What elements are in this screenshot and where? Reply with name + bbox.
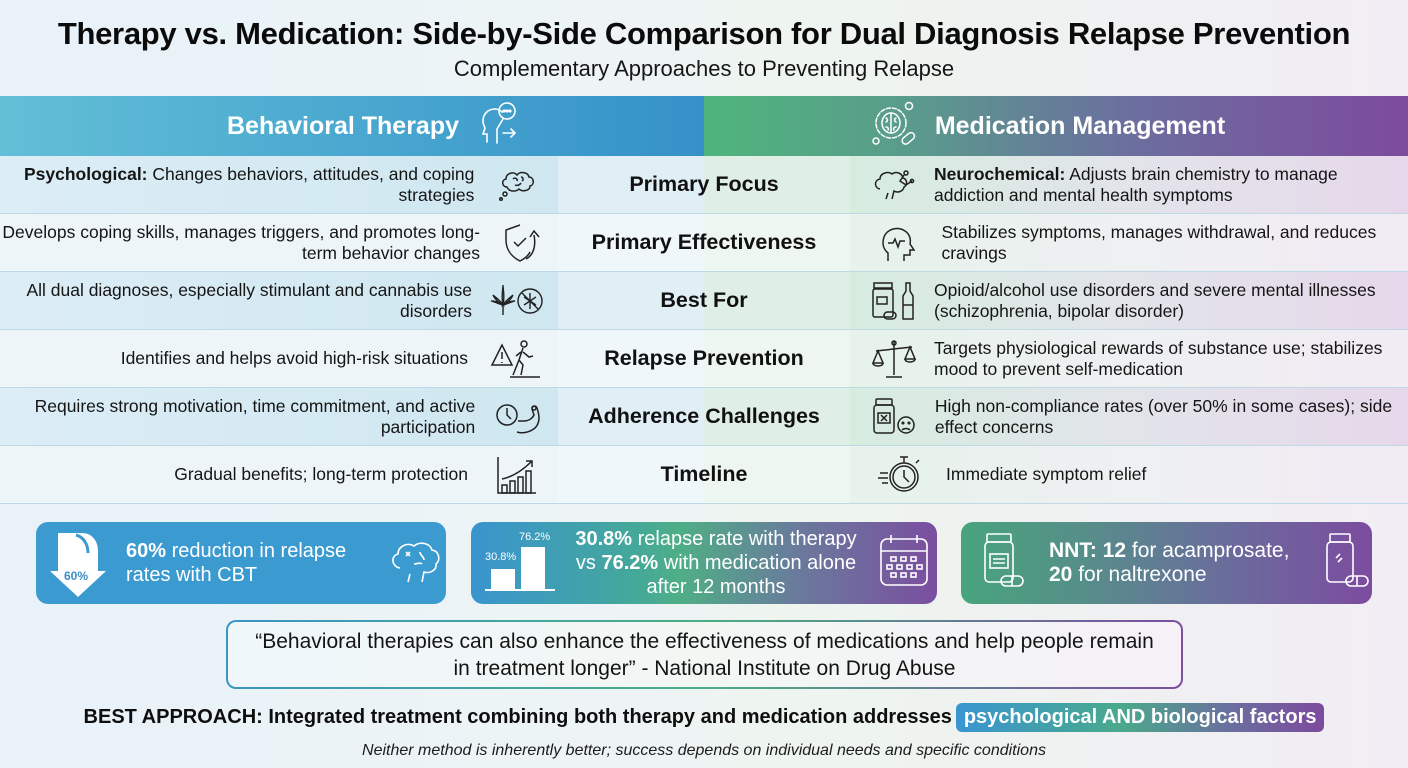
therapy-focus-label: Psychological: [24, 163, 148, 184]
medication-relapse-value: 76.2% [601, 552, 659, 574]
pill-bottle-icon [1324, 532, 1372, 595]
highlight-badge: psychological AND biological factors [955, 703, 1325, 732]
medication-cell: High non-compliance rates (over 50% in s… [850, 388, 1408, 445]
bar-medication [521, 547, 545, 589]
bar-label-therapy: 30.8% [485, 551, 517, 563]
down-arrow-icon: 60% [50, 529, 106, 597]
bar-therapy [491, 569, 515, 589]
bar-chart-icon: 30.8% 76.2% [485, 531, 557, 595]
category-label: Best For [558, 272, 850, 329]
category-label: Relapse Prevention [558, 330, 850, 387]
best-approach-line: BEST APPROACH: Integrated treatment comb… [0, 703, 1408, 732]
table-row: Psychological: Changes behaviors, attitu… [0, 156, 1408, 214]
therapy-column-header: Behavioral Therapy [0, 96, 704, 156]
nnt-stat-card: NNT: 12 for acamprosate, 20 for naltrexo… [961, 522, 1372, 604]
relapse-text-1: relapse rate with therapy vs [575, 528, 857, 574]
comparison-table: Psychological: Changes behaviors, attitu… [0, 156, 1408, 504]
warning-walking-icon [486, 335, 546, 383]
nnt-text-2: for naltrexone [1072, 563, 1207, 586]
medication-header-label: Medication Management [934, 111, 1226, 140]
therapy-focus-text: Changes behaviors, attitudes, and coping… [147, 163, 475, 205]
bottle-x-sad-face-icon [870, 393, 919, 441]
brain-gear-pill-icon [867, 97, 919, 156]
category-label: Timeline [558, 446, 850, 503]
nnt-text-1: for acamprosate, [1126, 539, 1290, 562]
nida-quote-box: “Behavioral therapies can also enhance t… [226, 620, 1183, 689]
therapy-relapse-prevention-text: Identifies and helps avoid high-risk sit… [120, 348, 468, 368]
therapy-cell: Develops coping skills, manages triggers… [0, 214, 558, 271]
shield-check-arrow-icon [498, 219, 546, 267]
therapy-header-label: Behavioral Therapy [226, 111, 460, 140]
balance-scale-icon [870, 335, 918, 383]
therapy-cell: Psychological: Changes behaviors, attitu… [0, 156, 558, 213]
cbt-stat-value: 60% [126, 540, 167, 562]
therapy-timeline-text: Gradual benefits; long-term protection [174, 464, 468, 484]
best-approach-text: BEST APPROACH: Integrated treatment comb… [83, 706, 952, 728]
therapy-cell: Requires strong motivation, time commitm… [0, 388, 558, 445]
cannabis-leaf-icon [490, 277, 546, 325]
therapy-relapse-value: 30.8% [575, 528, 633, 550]
medication-adherence-text: High non-compliance rates (over 50% in s… [934, 395, 1393, 437]
medication-cell: Immediate symptom relief [850, 446, 1408, 503]
therapy-adherence-text: Requires strong motivation, time commitm… [34, 395, 476, 437]
down-arrow-badge: 60% [64, 569, 89, 583]
pill-bottle-alcohol-icon [870, 277, 918, 325]
therapy-cell: Identifies and helps avoid high-risk sit… [0, 330, 558, 387]
head-heartbeat-icon [870, 219, 925, 267]
nnt-acamprosate-value: NNT: 12 [1049, 539, 1127, 562]
category-label: Primary Effectiveness [558, 214, 850, 271]
medication-cell: Opioid/alcohol use disorders and severe … [850, 272, 1408, 329]
thought-bubble-brain-icon [492, 161, 546, 209]
table-row: Identifies and helps avoid high-risk sit… [0, 330, 1408, 388]
brain-icon [386, 534, 446, 593]
stopwatch-icon [870, 451, 930, 499]
page-subtitle: Complementary Approaches to Preventing R… [453, 56, 955, 81]
medication-cell: Stabilizes symptoms, manages withdrawal,… [850, 214, 1408, 271]
growth-chart-icon [486, 451, 546, 499]
medication-relapse-prevention-text: Targets physiological rewards of substan… [934, 337, 1383, 379]
relapse-text-2: with medication alone after 12 months [646, 552, 857, 598]
table-row: Requires strong motivation, time commitm… [0, 388, 1408, 446]
footnote: Neither method is inherently better; suc… [362, 742, 1046, 759]
medication-focus-text: Adjusts brain chemistry to manage addict… [934, 163, 1338, 205]
brain-molecule-icon [870, 161, 918, 209]
category-label: Primary Focus [558, 156, 850, 213]
medication-best-for-text: Opioid/alcohol use disorders and severe … [934, 279, 1376, 321]
calendar-icon [877, 531, 931, 596]
quote-text: “Behavioral therapies can also enhance t… [228, 622, 1181, 687]
relapse-rate-stat-card: 30.8% 76.2% 30.8% relapse rate with ther… [471, 522, 937, 604]
bar-label-medication: 76.2% [519, 531, 551, 543]
page-title: Therapy vs. Medication: Side-by-Side Com… [57, 16, 1351, 51]
table-row: Gradual benefits; long-term protection T… [0, 446, 1408, 504]
therapy-best-for-text: All dual diagnoses, especially stimulant… [26, 279, 472, 321]
cbt-stat-card: 60% 60% reduction in relapse rates with … [36, 522, 446, 604]
medication-cell: Neurochemical: Adjusts brain chemistry t… [850, 156, 1408, 213]
therapy-cell: Gradual benefits; long-term protection [0, 446, 558, 503]
therapy-effectiveness-text: Develops coping skills, manages triggers… [2, 221, 480, 263]
head-speech-bubble-icon [475, 97, 527, 156]
prescription-bottle-icon [983, 532, 1027, 595]
medication-timeline-text: Immediate symptom relief [946, 464, 1147, 484]
therapy-cell: All dual diagnoses, especially stimulant… [0, 272, 558, 329]
category-label: Adherence Challenges [558, 388, 850, 445]
cbt-stat-text: reduction in relapse rates with CBT [126, 540, 347, 586]
nnt-naltrexone-value: 20 [1049, 563, 1073, 586]
medication-column-header: Medication Management [704, 96, 1408, 156]
table-row: Develops coping skills, manages triggers… [0, 214, 1408, 272]
medication-cell: Targets physiological rewards of substan… [850, 330, 1408, 387]
medication-effectiveness-text: Stabilizes symptoms, manages withdrawal,… [941, 221, 1377, 263]
table-row: All dual diagnoses, especially stimulant… [0, 272, 1408, 330]
medication-focus-label: Neurochemical: [934, 163, 1066, 184]
clock-muscle-icon [493, 393, 546, 441]
